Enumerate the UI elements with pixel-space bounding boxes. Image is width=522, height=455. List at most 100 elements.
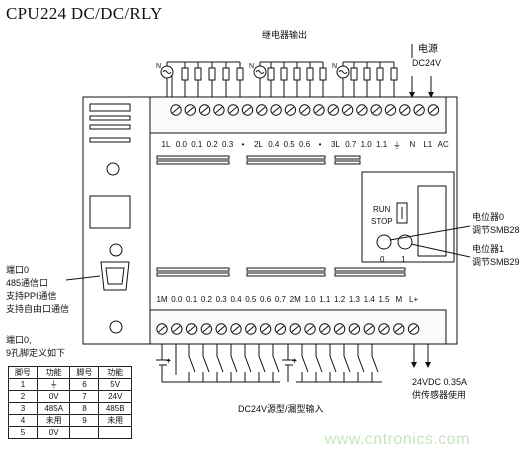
table-cell: 未用: [36, 414, 71, 427]
screw-slot: [409, 325, 418, 333]
terminal-label: 1.0: [360, 140, 372, 149]
table-cell: 24V: [98, 390, 132, 403]
table-row: 5 0V: [8, 426, 132, 439]
terminal-label: 0.7: [345, 140, 357, 149]
table-row: 1 ⏚ 6 5V: [8, 378, 132, 391]
terminal-label: 1.5: [378, 295, 390, 304]
ac-source-icon: [160, 65, 350, 98]
terminal-label: 1L: [161, 140, 171, 149]
screw-slot: [320, 325, 329, 333]
table-row: 2 0V 7 24V: [8, 390, 132, 403]
screw-slot: [380, 325, 388, 333]
terminal-label: 0.5: [245, 295, 257, 304]
terminal-label: 3L: [330, 140, 340, 149]
screw-slot: [429, 106, 438, 114]
screw-slot: [291, 325, 300, 333]
table-cell: 485A: [36, 402, 71, 415]
table-cell: [98, 426, 132, 439]
pot-leader-lines: [65, 225, 471, 281]
table-header-row: 脚号 功能 脚号 功能: [8, 366, 132, 379]
screw-slot: [358, 106, 366, 114]
screw-slot: [243, 106, 252, 114]
terminal-label: M: [395, 295, 403, 304]
pin-line2: 9孔脚定义如下: [6, 348, 66, 358]
table-cell: 3: [8, 402, 38, 415]
terminal-label: 1.2: [334, 295, 346, 304]
table-cell: 未用: [98, 414, 132, 427]
screw-slot: [215, 106, 223, 114]
pot1-note: 电位器1 调节SMB29: [472, 243, 520, 269]
terminal-label: 0.7: [274, 295, 286, 304]
terminal-label: 1.0: [304, 295, 316, 304]
table-cell: 0V: [36, 390, 71, 403]
table-cell: 485B: [98, 402, 132, 415]
input-plus-label: +: [292, 356, 297, 366]
pin-definition-table: 脚号 功能 脚号 功能 1 ⏚ 6 5V 2 0V 7 24V 3 485A 8…: [8, 366, 132, 439]
stop-label: STOP: [371, 217, 393, 226]
table-header: 脚号: [69, 366, 100, 379]
table-row: 3 485A 8 485B: [8, 402, 132, 415]
terminal-label: 1.3: [348, 295, 360, 304]
screw-slot: [386, 106, 395, 114]
table-header: 功能: [98, 366, 132, 379]
port-line2: 485通信口: [6, 278, 49, 288]
terminal-label: N: [409, 140, 416, 149]
pin-note: 端口0, 9孔脚定义如下: [6, 334, 65, 360]
pot1-line2: 调节SMB29: [472, 257, 520, 267]
screw-slot: [202, 325, 211, 333]
run-label: RUN: [373, 205, 391, 214]
table-cell: 4: [8, 414, 38, 427]
screw-slot: [276, 325, 285, 333]
sensor-supply-usage-label: 供传感器使用: [412, 389, 466, 400]
input-plus-label: +: [166, 356, 171, 366]
table-cell: ⏚: [36, 378, 71, 391]
top-terminal-strip: [170, 104, 440, 116]
table-row: 4 未用 9 未用: [8, 414, 132, 427]
table-cell: 7: [69, 390, 100, 403]
terminal-label: 0.2: [206, 140, 218, 149]
screw-slot: [172, 106, 180, 114]
pot1-line1: 电位器1: [472, 244, 505, 254]
table-cell: 5: [8, 426, 38, 439]
table-cell: 0V: [36, 426, 71, 439]
screw-slot: [300, 106, 309, 114]
screw-slot: [272, 106, 280, 114]
terminal-label: 2L: [253, 140, 263, 149]
screw-slot: [217, 325, 226, 333]
screw-slot: [232, 325, 240, 333]
terminal-label: •: [318, 140, 322, 149]
table-header: 功能: [36, 366, 71, 379]
pot1-index: 1: [401, 255, 406, 264]
table-cell: 8: [69, 402, 100, 415]
terminal-label: 0.1: [186, 295, 198, 304]
table-cell: 1: [8, 378, 38, 391]
pot0-note: 电位器0 调节SMB28: [472, 211, 520, 237]
table-cell: [69, 426, 100, 439]
screw-slot: [415, 106, 423, 114]
sensor-supply-arrow-icon: [411, 362, 431, 368]
screw-slot: [335, 325, 344, 333]
terminal-label: ⏚: [393, 141, 401, 150]
screw-slot: [261, 325, 270, 333]
screw-slot: [372, 106, 381, 114]
pot0-line1: 电位器0: [472, 212, 505, 222]
table-cell: 5V: [98, 378, 132, 391]
terminal-label: 0.5: [283, 140, 295, 149]
input-type-label: DC24V源型/漏型输入: [238, 403, 324, 414]
screw-slot: [158, 325, 166, 333]
terminal-label: L1: [423, 140, 433, 149]
port-line1: 端口0: [6, 265, 30, 275]
port-note: 端口0 485通信口 支持PPI通信 支持自由口通信: [6, 264, 69, 316]
output-loads: [181, 67, 398, 81]
plc-body: [82, 96, 458, 345]
power-label: 电源: [418, 42, 438, 55]
screw-slot: [172, 325, 181, 333]
diagram-title: CPU224 DC/DC/RLY: [6, 4, 163, 23]
terminal-label: L+: [409, 295, 419, 304]
screw-slot: [187, 325, 196, 333]
pot0-index: 0: [380, 255, 385, 264]
screw-slot: [257, 106, 266, 114]
screw-slot: [286, 106, 295, 114]
